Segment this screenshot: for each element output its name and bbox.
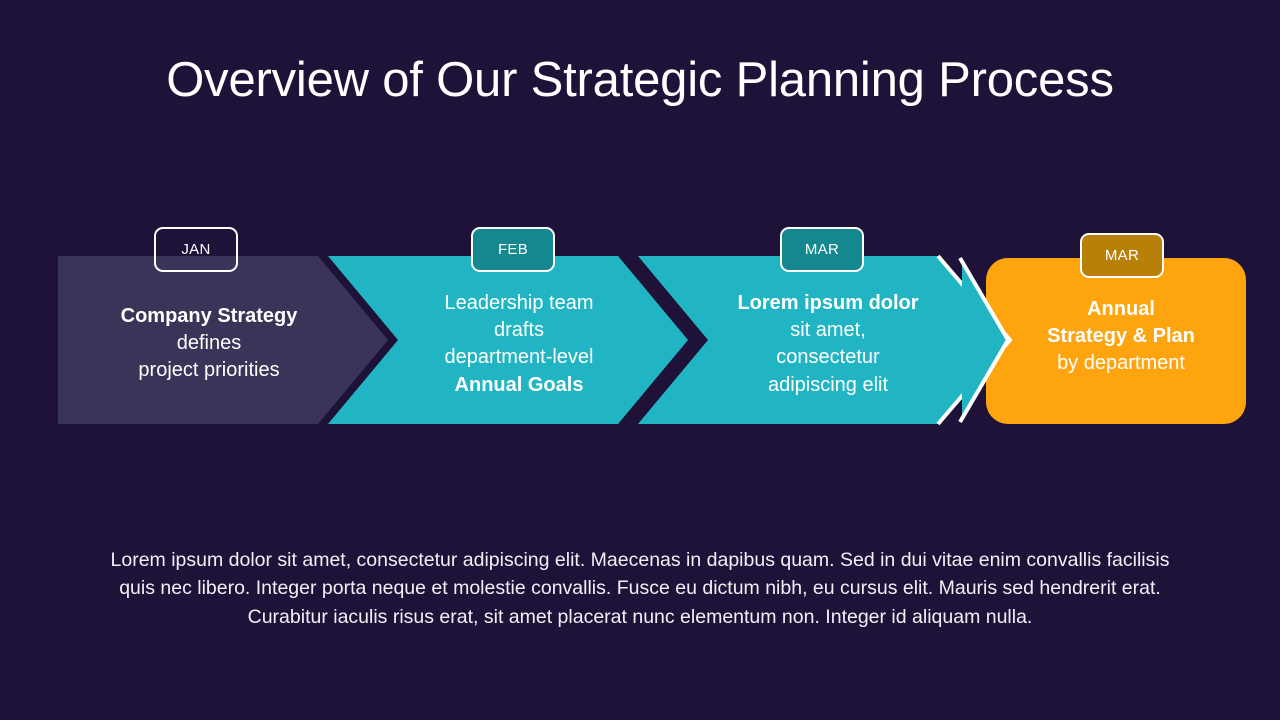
- step-2-text: Leadership team drafts department-level …: [398, 290, 640, 399]
- page-title: Overview of Our Strategic Planning Proce…: [166, 53, 1114, 107]
- step-2-line-3: department-level: [444, 346, 594, 369]
- step-1-line-2: defines: [176, 332, 242, 355]
- step-4-line-1: Annual: [1087, 298, 1155, 320]
- step-4-month-label: MAR: [1104, 247, 1140, 264]
- step-1-line-1: Company Strategy: [120, 305, 298, 327]
- step-3-month-label: MAR: [804, 241, 840, 258]
- step-3-line-2: sit amet,: [790, 319, 866, 342]
- step-4-text: Annual Strategy & Plan by department: [1000, 296, 1242, 378]
- step-2-month-label: FEB: [497, 241, 529, 258]
- step-2-line-1: Leadership team: [444, 292, 594, 314]
- step-3-line-3: consectetur: [776, 346, 880, 369]
- step-4-line-3: by department: [1057, 352, 1185, 375]
- step-1-text: Company Strategy defines project priorit…: [78, 303, 340, 385]
- step-3-line-1: Lorem ipsum dolor: [737, 292, 919, 314]
- step-2-line-2: drafts: [493, 319, 545, 342]
- step-1-month-badge[interactable]: JAN: [154, 227, 238, 272]
- step-1-month-label: JAN: [181, 241, 211, 258]
- footer-paragraph: Lorem ipsum dolor sit amet, consectetur …: [110, 549, 1170, 628]
- step-3-month-badge[interactable]: MAR: [780, 227, 864, 272]
- step-2-month-badge[interactable]: FEB: [471, 227, 555, 272]
- step-3-line-4: adipiscing elit: [767, 373, 889, 396]
- step-1-line-3: project priorities: [138, 359, 280, 382]
- step-4-month-badge[interactable]: MAR: [1080, 233, 1164, 278]
- step-3-text: Lorem ipsum dolor sit amet, consectetur …: [706, 290, 950, 399]
- step-2-line-4: Annual Goals: [454, 373, 584, 396]
- step-4-line-2: Strategy & Plan: [1047, 325, 1195, 348]
